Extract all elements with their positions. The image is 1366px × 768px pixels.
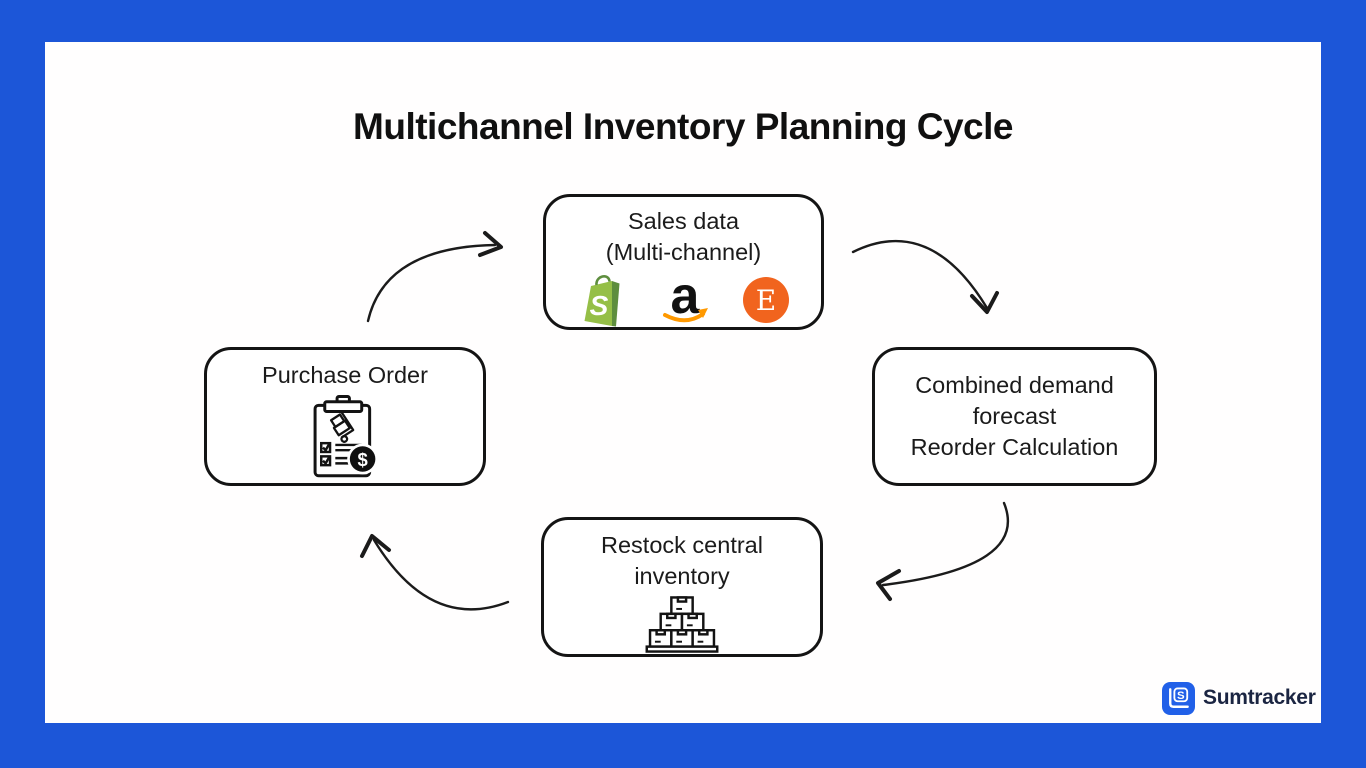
combined-demand-line1: Combined demand <box>915 372 1114 398</box>
purchase-order-icon: $ <box>313 395 378 478</box>
purchase-order-label: Purchase Order <box>262 362 428 388</box>
etsy-icon: E <box>742 277 789 323</box>
node-purchase-order: Purchase Order <box>204 347 486 486</box>
arrow-restock-to-purchase <box>360 534 510 611</box>
amazon-icon: a <box>662 274 708 325</box>
shopify-icon: S <box>584 275 619 327</box>
diagram-canvas: Multichannel Inventory Planning Cycle Sa… <box>45 42 1321 723</box>
arrow-sales-to-forecast <box>851 239 999 314</box>
restock-line1: Restock central <box>601 532 763 558</box>
page-title: Multichannel Inventory Planning Cycle <box>353 106 1013 147</box>
dollar-glyph: $ <box>357 449 368 470</box>
node-sales-data: Sales data (Multi-channel) S a E <box>543 194 824 330</box>
node-restock-inventory: Restock central inventory <box>541 517 823 657</box>
arrow-forecast-to-restock <box>876 501 1010 601</box>
arrow-purchase-to-sales <box>366 231 503 323</box>
combined-demand-line2: forecast <box>972 403 1057 429</box>
etsy-letter: E <box>755 284 775 317</box>
sumtracker-logo-icon: S <box>1162 681 1195 715</box>
stacked-boxes-icon <box>645 596 719 653</box>
sumtracker-monogram: S <box>1177 690 1185 702</box>
shopify-letter: S <box>589 290 608 321</box>
sales-data-sublabel: (Multi-channel) <box>605 239 762 265</box>
restock-line2: inventory <box>634 563 730 589</box>
combined-demand-line3: Reorder Calculation <box>910 434 1119 460</box>
sales-data-label: Sales data <box>627 208 740 234</box>
node-combined-demand: Combined demand forecast Reorder Calcula… <box>872 347 1157 486</box>
sumtracker-logo-text: Sumtracker <box>1203 686 1316 709</box>
channel-icons-row: S a E <box>578 273 790 327</box>
sumtracker-logo: S Sumtracker <box>1162 681 1316 715</box>
